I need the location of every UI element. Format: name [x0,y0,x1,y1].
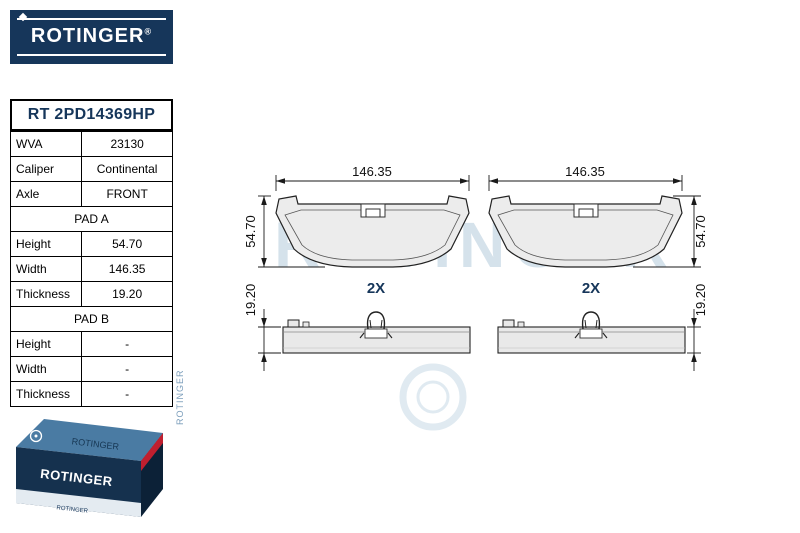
pad-b-width-label: Width [9,356,83,382]
dim-height-pad-b-label: 54.70 [693,215,708,248]
pad-b-height-label: Height [9,331,83,357]
spec-value-wva: 23130 [81,131,173,157]
registered-mark: ® [144,26,153,37]
pad-a-front-view [275,195,470,268]
pad-b-width-value: - [81,356,173,382]
pad-a-thickness-value: 19.20 [81,281,173,307]
pad-a-side-view [282,311,471,354]
dim-thickness-pad-a-label: 19.20 [243,284,258,317]
dim-height-pad-b [633,195,701,268]
logo-top-rule [17,18,166,20]
watermark-gear-icon [399,363,467,431]
pad-a-header: PAD A [10,206,173,232]
spec-row-caliper: Caliper Continental [9,156,173,182]
pad-a-thickness-row: Thickness 19.20 [9,281,173,307]
dim-width-pad-b-label: 146.35 [565,164,605,179]
logo-bottom-rule [17,54,166,56]
logo-text: ROTINGER® [10,25,173,48]
pad-b-header: PAD B [10,306,173,332]
pad-a-thickness-label: Thickness [9,281,83,307]
spec-label-caliper: Caliper [9,156,83,182]
box-gear-icon [29,429,43,443]
side-watermark-text: ROTINGER [175,369,185,425]
spec-value-caliper: Continental [81,156,173,182]
box-red-stripe [141,433,163,471]
box-strip-brand-text: ROTINGER [56,505,89,515]
spec-value-axle: FRONT [81,181,173,207]
product-box-image: ROTINGER ROTINGER ROTINGER [10,416,173,528]
pad-a-width-row: Width 146.35 [9,256,173,282]
watermark-gear-inner [416,380,450,414]
dim-width-pad-a-label: 146.35 [352,164,392,179]
pad-a-width-label: Width [9,256,83,282]
box-gear-dot [34,434,38,438]
quantity-label-pad-a: 2X [367,280,385,297]
dim-height-pad-a-label: 54.70 [243,215,258,248]
pad-b-width-row: Width - [9,356,173,382]
product-box-svg: ROTINGER ROTINGER ROTINGER [16,419,163,517]
pad-b-thickness-row: Thickness - [9,381,173,407]
pad-a-height-label: Height [9,231,83,257]
pad-b-header-row: PAD B [10,306,173,332]
dim-thickness-pad-b-label: 19.20 [693,284,708,317]
left-panel: ROTINGER® RT 2PD14369HP WVA 23130 Calipe… [9,10,173,407]
pad-b-height-value: - [81,331,173,357]
pad-b-thickness-label: Thickness [9,381,83,407]
pad-a-height-row: Height 54.70 [9,231,173,257]
logo-brand-name: ROTINGER [30,25,145,47]
drawing-svg: ROTINGER ROTINGER 146.35 146.35 [175,164,708,431]
dim-thickness-pad-a [258,309,281,371]
brand-logo: ROTINGER® [10,10,173,64]
box-bottom-strip [16,489,141,517]
spec-row-wva: WVA 23130 [9,131,173,157]
dim-width-pad-a [275,175,470,191]
spec-label-wva: WVA [9,131,83,157]
dim-height-pad-a [258,195,325,268]
part-number: RT 2PD14369HP [10,99,173,131]
pad-b-height-row: Height - [9,331,173,357]
spec-label-axle: Axle [9,181,83,207]
dim-width-pad-b [488,175,683,191]
pad-a-width-value: 146.35 [81,256,173,282]
pad-b-front-view [488,195,683,268]
pad-b-thickness-value: - [81,381,173,407]
pad-a-header-row: PAD A [10,206,173,232]
spec-row-axle: Axle FRONT [9,181,173,207]
pad-a-height-value: 54.70 [81,231,173,257]
box-top-face [16,419,163,461]
pad-b-side-view [497,311,686,354]
quantity-label-pad-b: 2X [582,280,600,297]
technical-drawing: ROTINGER ROTINGER 146.35 146.35 [175,135,795,435]
specs-table: WVA 23130 Caliper Continental Axle FRONT… [9,131,173,407]
dim-thickness-pad-b [687,309,701,371]
